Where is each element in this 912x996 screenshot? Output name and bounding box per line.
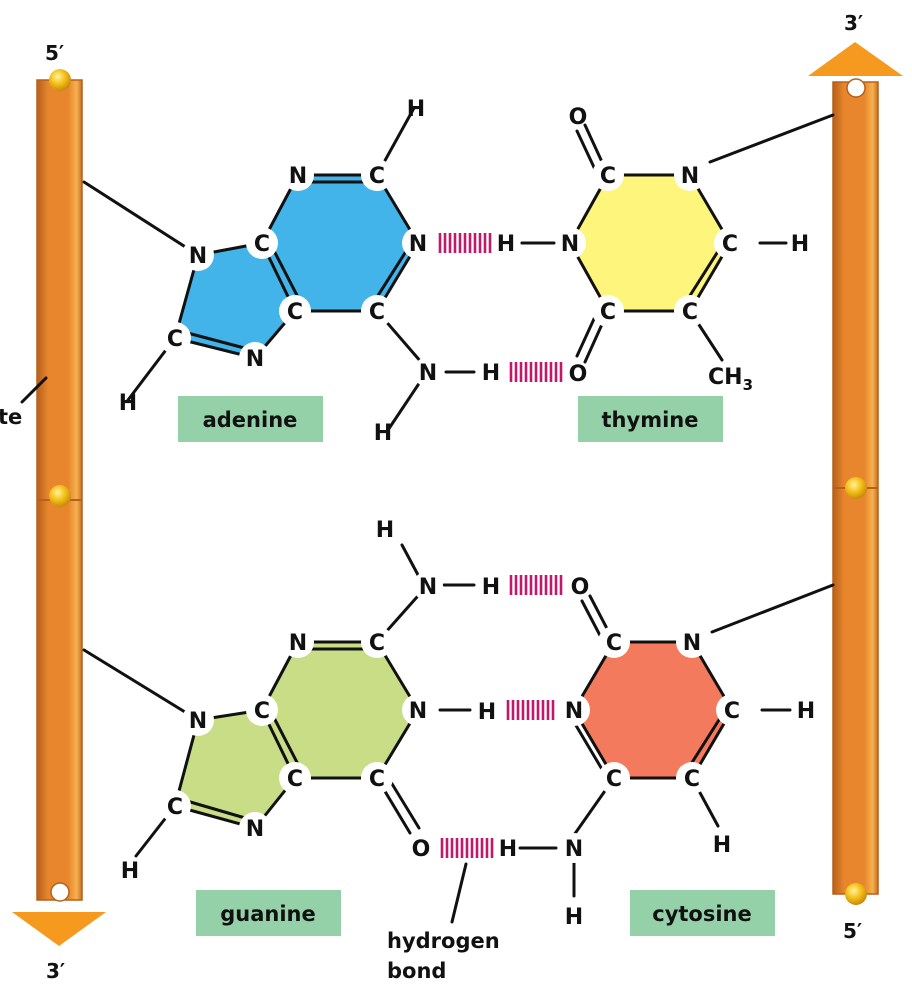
atom-N: N — [419, 361, 437, 386]
atom-O: O — [569, 362, 588, 387]
adenine-label: adenine — [203, 408, 298, 432]
atom-H: H — [791, 232, 809, 257]
atom-H: H — [376, 518, 394, 543]
cytosine-label-box — [630, 890, 775, 936]
atom-H: H — [482, 361, 500, 386]
cytosine-ring-fill — [574, 642, 732, 778]
hydrogen-bond-gc-1 — [509, 575, 563, 595]
atom-N: N — [561, 232, 579, 257]
atom-C: C — [287, 767, 303, 792]
hydrogen-bond-gc-3 — [440, 838, 494, 858]
left-backbone-strand — [12, 69, 106, 946]
adenine-ring-fill — [262, 175, 418, 311]
hydrogen-bond-gc-2 — [506, 700, 555, 720]
atom-H: H — [499, 837, 517, 862]
thymine-molecule: C N C C C N O O H H CH3 — [497, 105, 835, 394]
right-backbone-strand — [808, 42, 903, 905]
atom-N: N — [189, 709, 207, 734]
atom-H: H — [797, 699, 815, 724]
atom-O: O — [571, 575, 590, 600]
right-top-3prime-label: 3′ — [844, 11, 863, 35]
atom-H: H — [407, 97, 425, 122]
hydrogen-bond-pointer — [450, 862, 468, 924]
methyl-group: CH3 — [708, 365, 753, 394]
atom-C: C — [369, 300, 385, 325]
atom-N: N — [409, 232, 427, 257]
atom-C: C — [682, 300, 698, 325]
hydrogen-bond-label-line2: bond — [387, 959, 446, 983]
atom-C: C — [600, 164, 616, 189]
atom-H: H — [121, 859, 139, 884]
atom-H: H — [374, 421, 392, 446]
thymine-ring-fill — [570, 175, 730, 311]
left-backbone-joint — [49, 485, 71, 507]
atom-N: N — [246, 347, 264, 372]
atom-N: N — [565, 699, 583, 724]
phosphate-label-fragment: te — [0, 405, 22, 429]
right-backbone-joint — [845, 477, 867, 499]
hydrogen-bond-label-line1: hydrogen — [387, 929, 500, 953]
atom-C: C — [167, 327, 183, 352]
adenine-molecule: N C C N C N C N C H H N H H — [82, 97, 500, 446]
atom-C: C — [369, 631, 385, 656]
left-bottom-3prime-label: 3′ — [46, 959, 65, 983]
left-top-5prime-label: 5′ — [45, 41, 64, 65]
adenine-label-box — [178, 396, 323, 442]
right-backbone-joint — [845, 883, 867, 905]
thymine-label-box — [578, 396, 723, 442]
atom-N: N — [565, 837, 583, 862]
atom-H: H — [482, 575, 500, 600]
atom-C: C — [606, 631, 622, 656]
atom-N: N — [189, 244, 207, 269]
atom-C: C — [684, 767, 700, 792]
atom-C: C — [369, 767, 385, 792]
guanine-label-box — [196, 890, 341, 936]
atom-C: C — [167, 795, 183, 820]
adenine-ring-fill — [175, 243, 295, 358]
atom-C: C — [722, 232, 738, 257]
atom-H: H — [713, 833, 731, 858]
atom-H: H — [119, 391, 137, 416]
guanine-ring-fill — [175, 710, 295, 828]
atom-N: N — [246, 817, 264, 842]
guanine-ring-fill — [262, 642, 418, 778]
atom-N: N — [289, 631, 307, 656]
thymine-label: thymine — [602, 408, 699, 432]
right-strand-arrow — [808, 42, 903, 76]
atom-O: O — [569, 105, 588, 130]
atom-N: N — [289, 164, 307, 189]
left-backbone-joint — [49, 69, 71, 91]
atom-C: C — [254, 232, 270, 257]
atom-O: O — [412, 837, 431, 862]
atom-N: N — [683, 631, 701, 656]
hydrogen-bond-at-1 — [438, 233, 492, 253]
atom-C: C — [606, 767, 622, 792]
atom-C: C — [724, 699, 740, 724]
left-strand-arrow — [12, 912, 106, 946]
atom-C: C — [369, 164, 385, 189]
atom-H: H — [478, 700, 496, 725]
guanine-label: guanine — [220, 902, 316, 926]
atom-H: H — [497, 232, 515, 257]
cytosine-molecule: C N C C C N O N H H H H — [499, 575, 835, 930]
cytosine-label: cytosine — [652, 902, 752, 926]
atom-N: N — [681, 164, 699, 189]
hydrogen-bond-at-2 — [509, 362, 563, 382]
atom-H: H — [565, 905, 583, 930]
guanine-molecule: N C C N C N C N C N H H H H O — [82, 518, 500, 884]
atom-N: N — [409, 699, 427, 724]
atom-C: C — [600, 300, 616, 325]
atom-N: N — [419, 575, 437, 600]
right-bottom-5prime-label: 5′ — [843, 919, 862, 943]
atom-C: C — [254, 699, 270, 724]
atom-C: C — [287, 300, 303, 325]
